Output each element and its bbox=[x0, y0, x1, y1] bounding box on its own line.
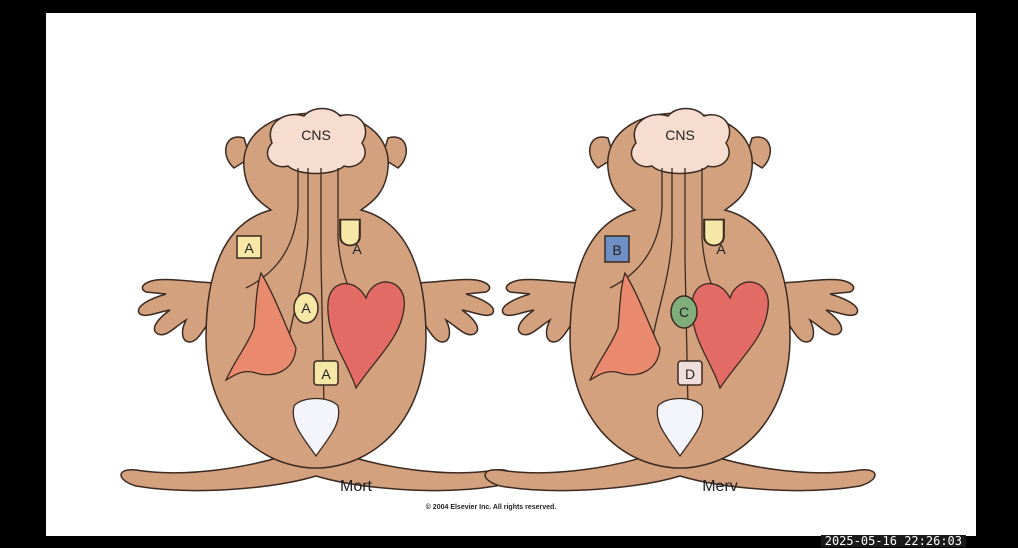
mort-figure: CNS A A A A bbox=[120, 107, 512, 492]
merv-bladder-receptor bbox=[677, 360, 703, 386]
mort-hand-receptor bbox=[236, 235, 262, 259]
copyright-notice: © 2004 Elsevier Inc. All rights reserved… bbox=[425, 504, 557, 511]
merv-figure: CNS B C A D bbox=[484, 107, 876, 492]
merv-gut-receptor bbox=[670, 295, 698, 329]
merv-hand-receptor bbox=[604, 235, 630, 263]
merv-hand-receptor-label: B bbox=[612, 242, 621, 258]
merv-caption: Merv bbox=[702, 478, 738, 495]
slide: CNS A A A A CNS B C A bbox=[46, 13, 976, 536]
mort-hand-receptor-label: A bbox=[244, 240, 254, 256]
merv-heart-receptor-label: A bbox=[716, 241, 726, 257]
merv-heart-receptor bbox=[703, 218, 725, 247]
merv-cns-label: CNS bbox=[665, 127, 695, 143]
mort-heart-receptor-label: A bbox=[352, 241, 362, 257]
mort-caption: Mort bbox=[340, 478, 372, 495]
mort-gut-receptor-label: A bbox=[301, 300, 311, 316]
mort-bladder-receptor bbox=[313, 360, 339, 386]
mort-heart-receptor bbox=[339, 218, 361, 247]
merv-gut-receptor-label: C bbox=[679, 304, 689, 320]
mort-gut-receptor bbox=[293, 292, 319, 324]
timestamp: 2025-05-16 22:26:03 bbox=[820, 535, 966, 547]
receptor-diagram: CNS A A A A CNS B C A bbox=[120, 107, 876, 492]
mort-bladder-receptor-label: A bbox=[321, 366, 331, 382]
mort-cns-label: CNS bbox=[301, 127, 331, 143]
merv-bladder-receptor-label: D bbox=[685, 366, 695, 382]
